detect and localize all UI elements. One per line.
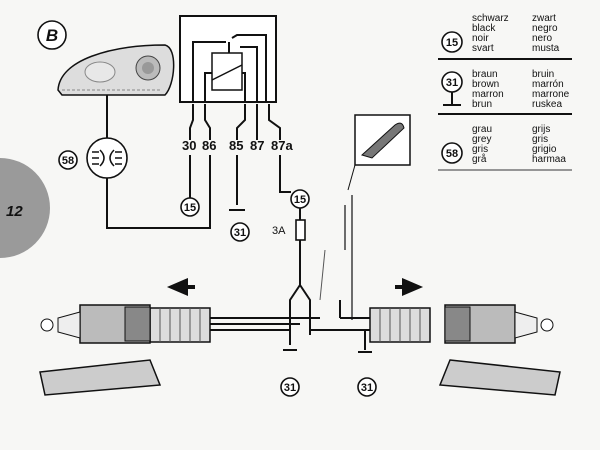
section-label: B bbox=[46, 26, 58, 45]
svg-text:marrón: marrón bbox=[532, 79, 564, 90]
svg-text:black: black bbox=[472, 23, 496, 34]
terminal-31 bbox=[280, 377, 300, 397]
right-drl-lamp-icon bbox=[438, 359, 561, 396]
page-tab bbox=[0, 158, 50, 258]
svg-text:svart: svart bbox=[472, 43, 494, 54]
svg-text:58: 58 bbox=[62, 155, 74, 167]
svg-text:noir: noir bbox=[472, 33, 489, 44]
svg-text:marron: marron bbox=[472, 89, 504, 100]
svg-text:musta: musta bbox=[532, 43, 560, 54]
svg-text:gris: gris bbox=[532, 134, 548, 145]
svg-text:negro: negro bbox=[532, 23, 558, 34]
fuse-icon bbox=[295, 219, 306, 241]
fuse-label: 3A bbox=[272, 225, 286, 237]
terminal-15 bbox=[180, 197, 200, 217]
terminal-15 bbox=[290, 189, 310, 209]
svg-text:bruin: bruin bbox=[532, 69, 554, 80]
svg-text:harmaa: harmaa bbox=[532, 154, 566, 165]
arrow-right-icon bbox=[395, 277, 424, 297]
headlamp-icon bbox=[57, 44, 175, 96]
relay-icon bbox=[179, 15, 277, 103]
terminal-58 bbox=[58, 150, 78, 170]
svg-text:31: 31 bbox=[446, 77, 458, 89]
right-connector-icon bbox=[369, 304, 554, 344]
svg-text:brown: brown bbox=[472, 79, 499, 90]
terminal-31 bbox=[230, 222, 250, 242]
svg-text:grå: grå bbox=[472, 153, 487, 165]
svg-text:ruskea: ruskea bbox=[532, 99, 562, 110]
svg-text:grey: grey bbox=[472, 134, 491, 145]
svg-text:brun: brun bbox=[472, 99, 492, 110]
svg-text:31: 31 bbox=[284, 382, 296, 394]
svg-text:grijs: grijs bbox=[532, 124, 550, 135]
svg-text:31: 31 bbox=[361, 382, 373, 394]
tape-icon bbox=[347, 114, 411, 191]
pin-30: 30 bbox=[182, 138, 196, 153]
svg-text:nero: nero bbox=[532, 33, 552, 44]
svg-text:grau: grau bbox=[472, 124, 492, 135]
svg-text:58: 58 bbox=[446, 148, 458, 160]
svg-text:15: 15 bbox=[294, 194, 306, 206]
svg-text:15: 15 bbox=[184, 202, 196, 214]
pin-87a: 87a bbox=[271, 138, 293, 153]
svg-text:15: 15 bbox=[446, 37, 458, 49]
svg-text:zwart: zwart bbox=[532, 13, 556, 24]
svg-text:31: 31 bbox=[234, 227, 246, 239]
left-connector-icon bbox=[40, 304, 211, 344]
pin-85: 85 bbox=[229, 138, 243, 153]
page-number: 12 bbox=[6, 203, 23, 220]
section-badge bbox=[37, 20, 67, 50]
pin-86: 86 bbox=[202, 138, 216, 153]
terminal-31 bbox=[357, 377, 377, 397]
left-drl-lamp-icon bbox=[39, 359, 162, 396]
svg-text:schwarz: schwarz bbox=[472, 13, 509, 24]
svg-text:grigio: grigio bbox=[532, 144, 557, 155]
svg-text:braun: braun bbox=[472, 69, 498, 80]
pin-87: 87 bbox=[250, 138, 264, 153]
svg-text:marrone: marrone bbox=[532, 89, 570, 100]
lamp-symbol-icon bbox=[86, 137, 128, 179]
arrow-left-icon bbox=[166, 277, 195, 297]
color-legend: 15 schwarz black noir svart zwart negro … bbox=[438, 13, 572, 171]
svg-text:gris: gris bbox=[472, 144, 488, 155]
